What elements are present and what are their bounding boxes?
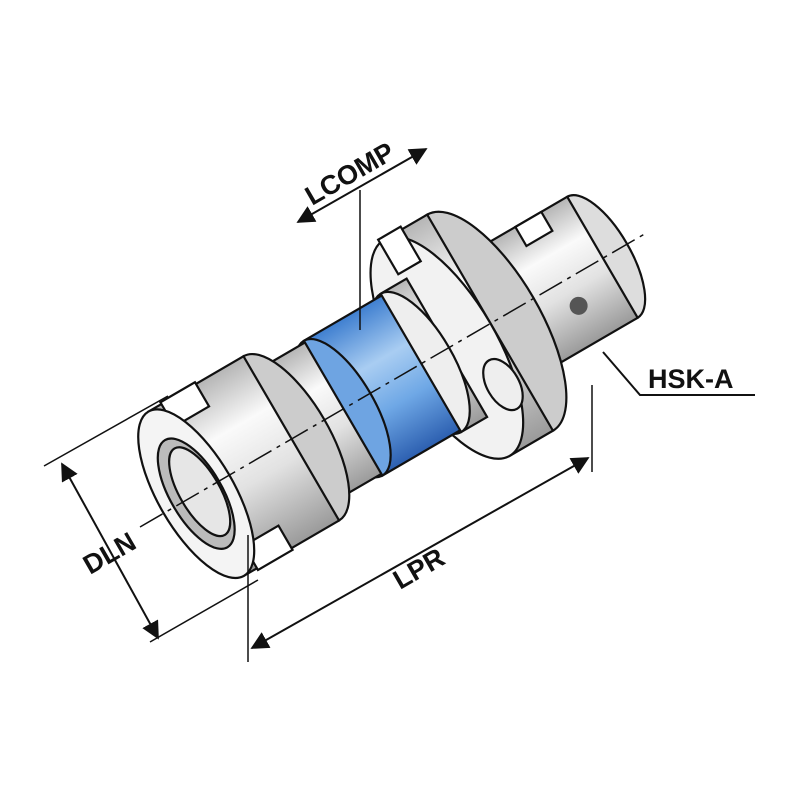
lcomp-arrow xyxy=(296,148,428,223)
hsk-a-callout: HSK-A xyxy=(602,351,755,396)
dln-arrow xyxy=(61,462,159,640)
lcomp-label: LCOMP xyxy=(300,136,399,211)
dln-extension-top xyxy=(43,395,169,467)
lpr-label: LPR xyxy=(388,542,450,595)
center-axis xyxy=(139,231,649,528)
tool-holder xyxy=(137,194,647,580)
dln-extension-bottom xyxy=(149,579,259,643)
hsk-a-label: HSK-A xyxy=(648,364,734,394)
dln-label: DLN xyxy=(78,526,141,580)
hsk-a-leader-line xyxy=(602,351,755,396)
lpr-arrow xyxy=(250,457,590,649)
